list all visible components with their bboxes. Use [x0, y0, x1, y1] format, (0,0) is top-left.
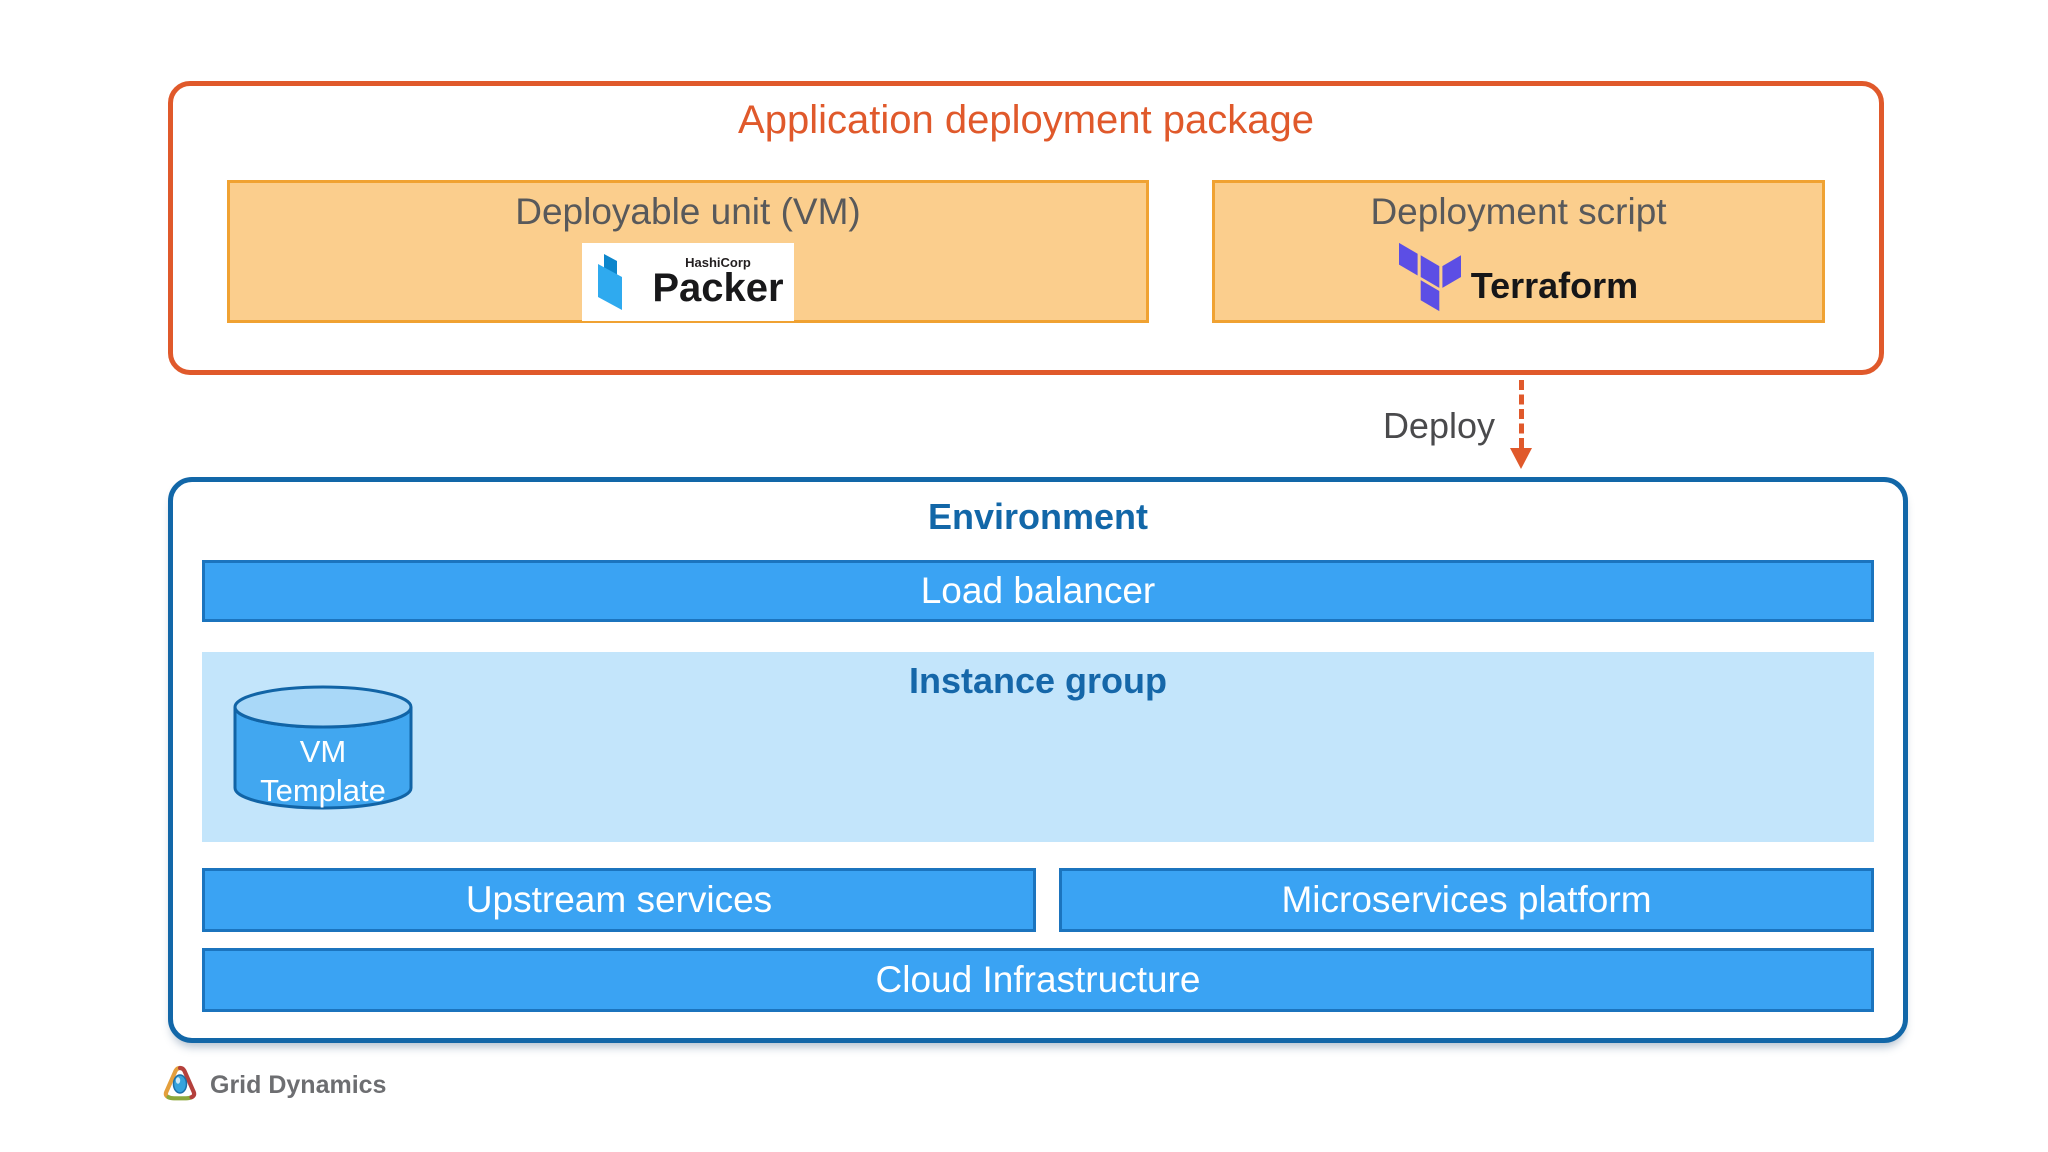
microservices-platform-bar: Microservices platform: [1059, 868, 1874, 932]
terraform-logo-icon: [1398, 242, 1461, 312]
load-balancer-bar: Load balancer: [202, 560, 1874, 622]
terraform-logo: Terraform: [1215, 239, 1822, 323]
deployment-script-label: Deployment script: [1370, 191, 1667, 232]
instance-group-title: Instance group: [908, 660, 1168, 701]
vm-template-cylinder-icon: VM Template: [233, 685, 413, 810]
application-deployment-package-group: Application deployment package Deployabl…: [168, 81, 1884, 375]
terraform-product-text: Terraform: [1470, 265, 1639, 306]
vm-template-label-line2: Template: [260, 773, 386, 808]
deploy-arrow-icon: [1519, 380, 1524, 448]
grid-dynamics-logo-icon: [163, 1065, 197, 1101]
packer-brand-text: HashiCorp: [685, 255, 751, 270]
deploy-label: Deploy: [1382, 405, 1495, 446]
upstream-services-label: Upstream services: [465, 879, 773, 920]
environment-group: Environment Load balancer Instance group…: [168, 477, 1908, 1043]
instance-group-panel: Instance group VM Template: [202, 652, 1874, 842]
grid-dynamics-brand: Grid Dynamics: [160, 1064, 386, 1106]
microservices-platform-label: Microservices platform: [1281, 879, 1652, 920]
grid-dynamics-name: Grid Dynamics: [210, 1070, 387, 1099]
packer-logo: HashiCorp Packer: [582, 243, 794, 321]
deployment-script-box: Deployment script Terraform: [1212, 180, 1825, 323]
upstream-services-bar: Upstream services: [202, 868, 1036, 932]
packer-logo-icon: [598, 254, 623, 310]
environment-title: Environment: [927, 496, 1149, 537]
package-group-title: Application deployment package: [738, 98, 1314, 142]
packer-product-text: Packer: [652, 266, 784, 310]
cloud-infrastructure-bar: Cloud Infrastructure: [202, 948, 1874, 1012]
packer-wordmark: HashiCorp Packer: [652, 255, 784, 310]
load-balancer-label: Load balancer: [920, 570, 1156, 611]
deployable-unit-label: Deployable unit (VM): [515, 191, 861, 232]
deploy-arrowhead-icon: [1510, 448, 1532, 469]
vm-template-label-line1: VM: [300, 734, 347, 769]
cloud-infrastructure-label: Cloud Infrastructure: [875, 959, 1201, 1000]
deployable-unit-box: Deployable unit (VM) HashiCorp Packer: [227, 180, 1149, 323]
